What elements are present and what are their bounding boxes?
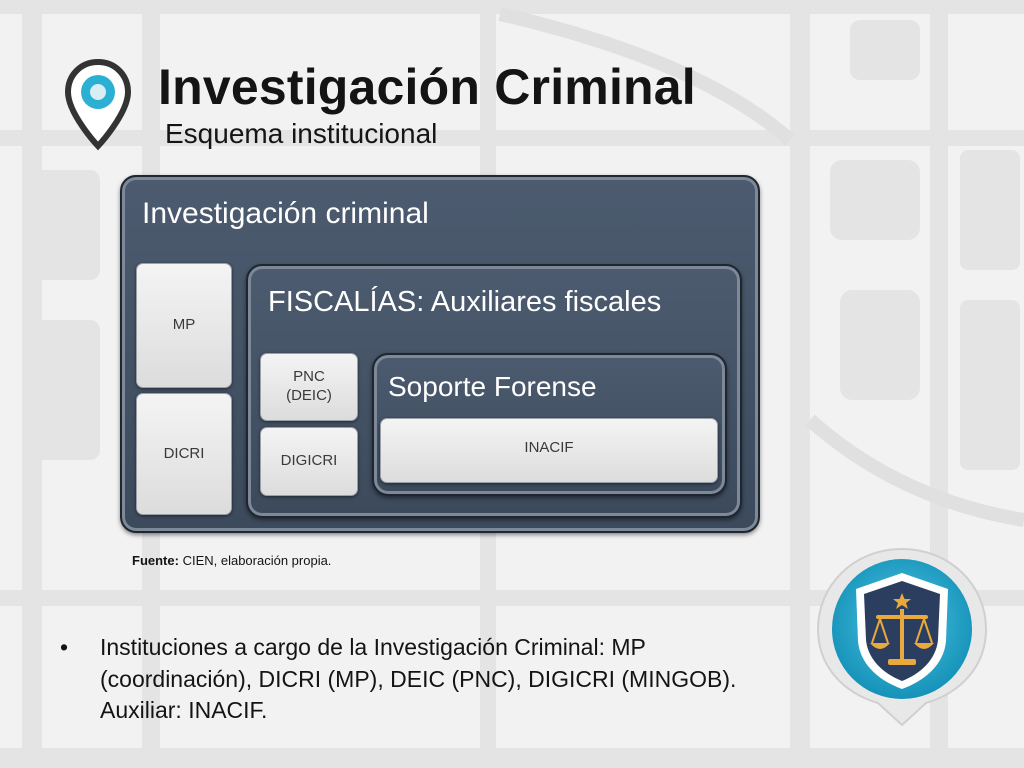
slide-subtitle: Esquema institucional <box>165 118 438 149</box>
leaf-inacif: INACIF <box>380 418 718 483</box>
inner-panel-title: Soporte Forense <box>388 371 597 402</box>
bullet-item: • Instituciones a cargo de la Investigac… <box>58 632 738 727</box>
bullet-list: • Instituciones a cargo de la Investigac… <box>58 632 738 727</box>
scales-of-justice-icon <box>870 593 934 665</box>
leaf-pnc-deic: PNC (DEIC) <box>260 353 358 421</box>
leaf-dicri: DICRI <box>136 393 232 515</box>
leaf-digicri: DIGICRI <box>260 427 358 496</box>
outer-panel-title: Investigación criminal <box>142 197 429 230</box>
slide-title: Investigación Criminal <box>158 59 696 115</box>
bullet-dot: • <box>60 634 69 660</box>
middle-panel-title: FISCALÍAS: Auxiliares fiscales <box>268 286 662 318</box>
source-note: Fuente: CIEN, elaboración propia. <box>132 553 331 568</box>
badge <box>816 547 988 727</box>
location-pin-icon <box>64 58 132 151</box>
leaf-mp: MP <box>136 263 232 388</box>
source-text: CIEN, elaboración propia. <box>178 553 332 568</box>
source-label: Fuente: <box>132 553 179 568</box>
bullet-text: Instituciones a cargo de la Investigació… <box>100 634 737 723</box>
